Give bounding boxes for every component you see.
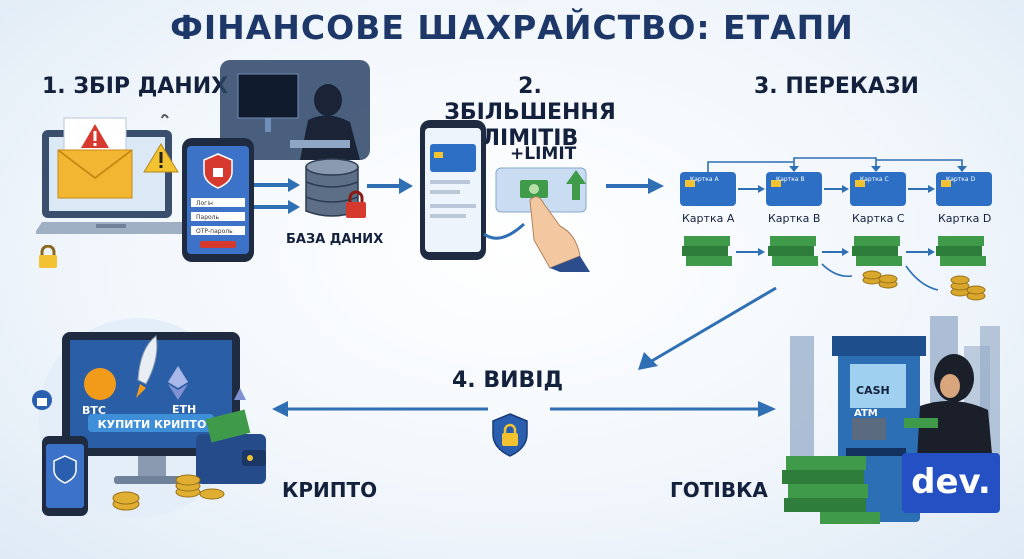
card-transfer-chain xyxy=(676,152,1006,302)
banking-phone xyxy=(420,120,486,260)
skyline-building xyxy=(790,336,814,466)
atm-label: ATM xyxy=(854,408,878,419)
phishing-envelope-icon xyxy=(58,118,132,198)
alert-lock-icon xyxy=(32,390,52,410)
money-stack-b xyxy=(768,236,818,266)
arrow-to-withdraw xyxy=(630,284,780,374)
cash-in-hand-icon xyxy=(904,418,938,428)
phishing-phone xyxy=(182,138,254,262)
step-collect-title: 1. ЗБІР ДАНИХ xyxy=(42,74,228,100)
up-arrow-icon xyxy=(572,182,580,200)
limit-increase-scene xyxy=(480,164,610,272)
card-a-chip-text: Картка A xyxy=(690,176,719,183)
bitcoin-icon xyxy=(84,368,116,400)
card-d-label: Картка D xyxy=(938,212,991,225)
crypto-phone xyxy=(42,436,88,516)
padlock-icon xyxy=(37,245,59,269)
card-d-chip-text: Картка D xyxy=(946,176,975,183)
limit-label: +LIMIT xyxy=(510,144,576,164)
arrow-to-crypto xyxy=(268,398,490,420)
form-password-label: Пароль xyxy=(196,214,219,221)
money-stack-d xyxy=(936,236,986,266)
cash-stack-icon xyxy=(782,456,880,524)
page-title: ФІНАНСОВЕ ШАХРАЙСТВО: ЕТАПИ xyxy=(0,8,1024,47)
form-otp-label: ОТР-пароль xyxy=(196,228,233,235)
arrow-to-transfers xyxy=(604,176,666,196)
step-transfers-title: 3. ПЕРЕКАЗИ xyxy=(754,74,919,100)
fishhook-icon xyxy=(162,115,168,118)
card-c-chip-text: Картка C xyxy=(860,176,889,183)
outcome-cash: ГОТІВКА xyxy=(670,478,768,502)
arrow-to-limits xyxy=(365,176,415,196)
coins-icon xyxy=(863,271,985,300)
card-a-label: Картка A xyxy=(682,212,734,225)
atm-cash-label: CASH xyxy=(856,384,890,397)
step-withdraw-title: 4. ВИВІД xyxy=(452,368,563,394)
money-stack-a xyxy=(682,236,732,266)
buy-crypto-label: КУПИТИ КРИПТО xyxy=(92,418,212,431)
database-icon xyxy=(302,155,372,227)
arrow-to-cash xyxy=(548,398,780,420)
card-b-label: Картка B xyxy=(768,212,820,225)
eth-label: ETH xyxy=(172,403,196,416)
form-login-label: Логін xyxy=(196,200,213,207)
outcome-crypto: КРИПТО xyxy=(282,478,377,502)
card-b-chip-text: Картка B xyxy=(776,176,805,183)
money-stack-c xyxy=(852,236,902,266)
database-label: БАЗА ДАНИХ xyxy=(286,232,383,247)
laptop-icon xyxy=(36,110,196,260)
btc-label: BTC xyxy=(82,404,106,417)
step-limits-line1: 2. ЗБІЛЬШЕННЯ xyxy=(430,74,630,126)
shield-lock-icon xyxy=(490,412,530,458)
card-c-label: Картка C xyxy=(852,212,905,225)
publisher-logo: dev. xyxy=(902,453,1000,513)
arrows-to-database xyxy=(252,176,302,216)
hacker-head xyxy=(314,84,342,116)
